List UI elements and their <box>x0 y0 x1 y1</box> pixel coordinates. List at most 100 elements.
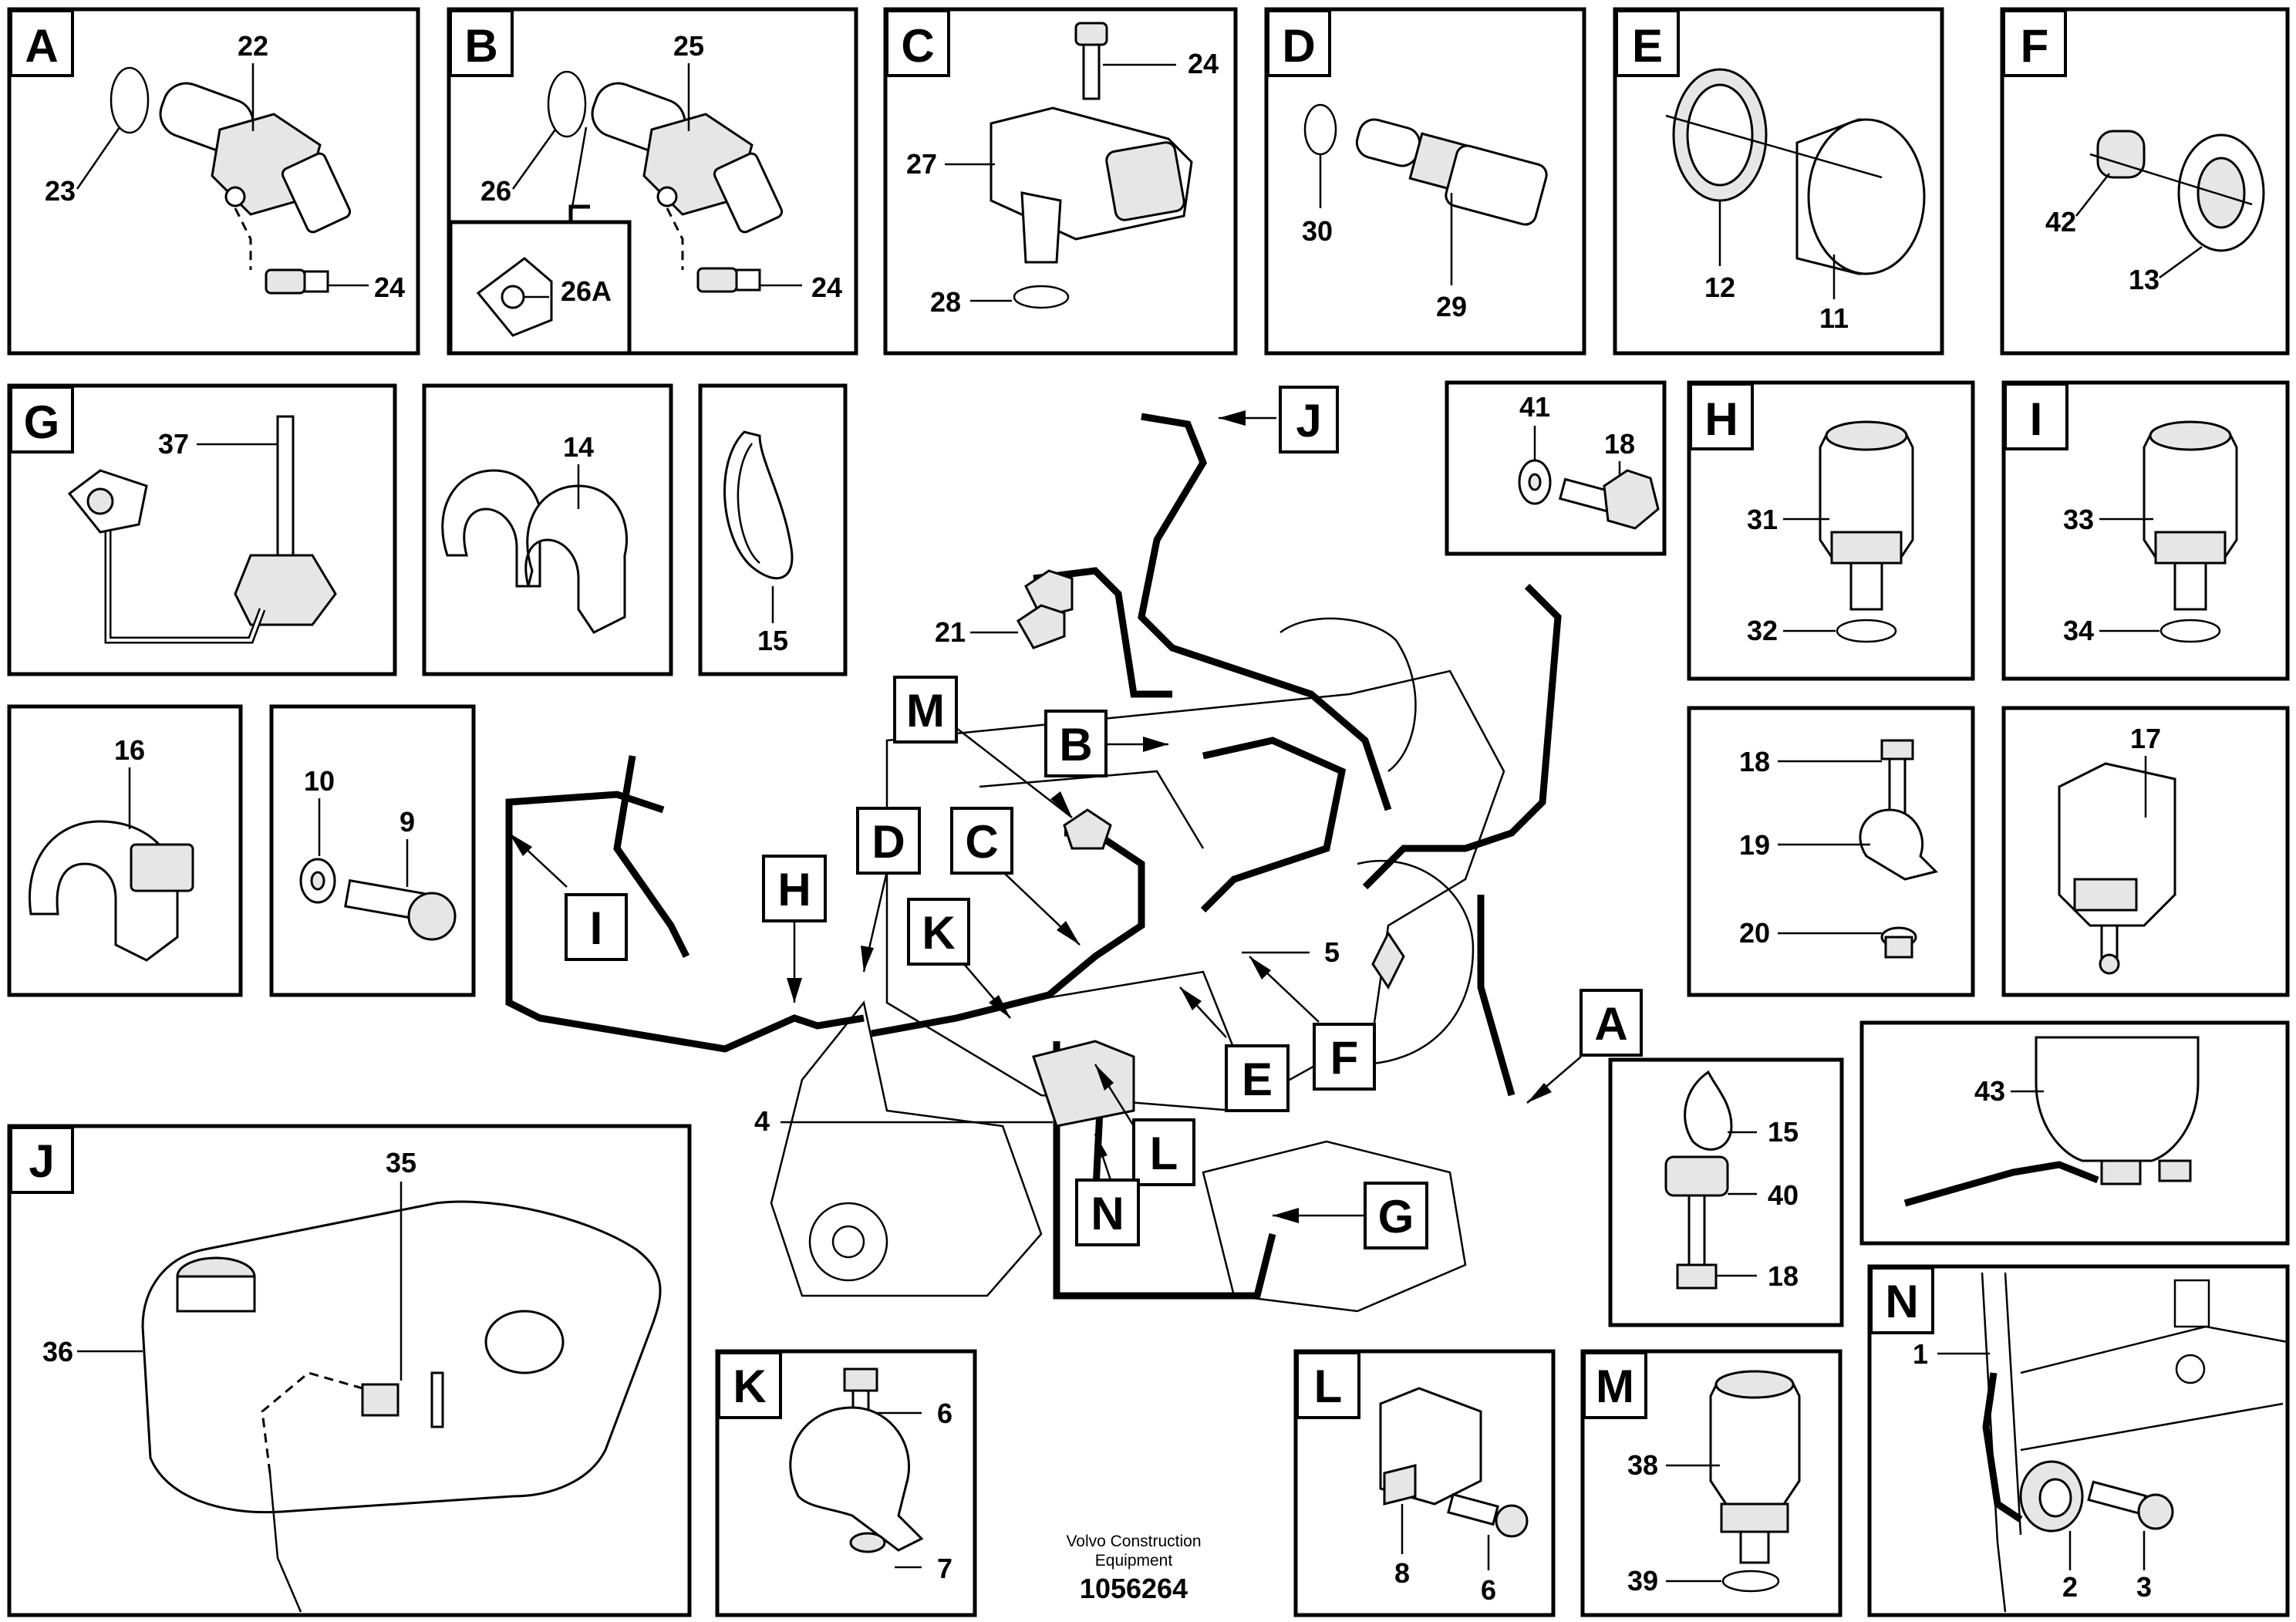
grommet-f <box>2089 130 2265 252</box>
label-24: 24 <box>374 271 405 303</box>
label-1: 1 <box>1913 1338 1928 1370</box>
callout-a: A <box>1526 989 1643 1104</box>
panel-bolt: 10 9 <box>269 704 476 997</box>
panel-h: H 31 32 <box>1687 380 1975 681</box>
callout-m: M <box>893 676 1073 818</box>
company-name-line2: Equipment <box>1095 1552 1173 1570</box>
panel-clip-16: 16 <box>7 704 243 997</box>
svg-text:C: C <box>965 816 998 868</box>
label-41: 41 <box>1519 391 1550 423</box>
label-23: 23 <box>45 175 76 207</box>
label-39: 39 <box>1627 1565 1658 1597</box>
panel-l-letter: L <box>1314 1361 1343 1412</box>
sensor-40 <box>1664 1070 1733 1290</box>
panel-clamp: 18 19 20 <box>1687 706 1975 997</box>
crank-sensor-a <box>110 66 352 295</box>
label-29: 29 <box>1436 291 1467 322</box>
main-engine-assembly <box>505 413 1562 1313</box>
label-24-c: 24 <box>1188 48 1219 79</box>
label-33: 33 <box>2063 504 2094 535</box>
label-19: 19 <box>1739 829 1770 861</box>
svg-text:K: K <box>922 907 955 959</box>
clamp-assembly <box>1859 739 1938 959</box>
clip-17 <box>2058 762 2176 975</box>
panel-d-letter: D <box>1282 20 1315 72</box>
map-sensor-c <box>990 22 1193 309</box>
label-35: 35 <box>386 1147 416 1179</box>
temp-sensor-d <box>1303 103 1548 226</box>
drawing-number: 1056264 <box>1080 1573 1188 1604</box>
label-30: 30 <box>1302 215 1333 247</box>
callout-k: K <box>907 898 1011 1019</box>
panel-g: G 37 <box>7 383 397 676</box>
crank-sensor-b <box>476 70 784 337</box>
svg-text:J: J <box>1296 395 1321 447</box>
panel-e: E 12 11 <box>1613 7 1944 356</box>
panel-c: C 24 27 28 <box>883 7 1238 356</box>
label-26a: 26A <box>561 275 612 307</box>
label-6-l: 6 <box>1481 1574 1496 1606</box>
panel-i: I 33 34 <box>2001 380 2290 681</box>
bolt-9 <box>299 858 457 941</box>
panel-c-letter: C <box>901 20 934 72</box>
label-15: 15 <box>757 625 788 656</box>
cable-tie-15 <box>723 430 794 580</box>
label-10: 10 <box>304 765 335 797</box>
callout-h: H <box>762 855 827 1003</box>
label-8: 8 <box>1394 1557 1410 1589</box>
label-18-b: 18 <box>1768 1260 1799 1292</box>
svg-text:G: G <box>1378 1191 1414 1243</box>
label-22: 22 <box>238 30 268 62</box>
panel-f: F 42 13 <box>2000 7 2290 356</box>
callout-c: C <box>950 807 1081 946</box>
label-38: 38 <box>1627 1449 1658 1481</box>
panel-h-letter: H <box>1704 393 1738 445</box>
callout-f: F <box>1249 956 1376 1091</box>
label-42: 42 <box>2045 206 2076 238</box>
main-callouts: J M B D C H <box>508 386 1643 1249</box>
panel-m: M 38 39 <box>1580 1349 1843 1617</box>
label-7: 7 <box>937 1553 952 1584</box>
panel-k: K 6 7 <box>715 1349 977 1617</box>
label-40: 40 <box>1768 1179 1799 1211</box>
svg-text:F: F <box>1330 1032 1359 1084</box>
label-28: 28 <box>930 286 961 318</box>
pressure-switch-i <box>2143 420 2238 643</box>
label-17: 17 <box>2130 723 2161 754</box>
cap-e <box>1665 68 1926 275</box>
label-18-washer: 18 <box>1604 428 1635 460</box>
svg-text:I: I <box>590 902 603 954</box>
label-36: 36 <box>42 1336 73 1367</box>
label-24-b: 24 <box>811 271 842 303</box>
panel-j-letter: J <box>29 1135 54 1187</box>
panel-b: B 25 26 26A 24 <box>447 7 858 356</box>
svg-text:A: A <box>1594 998 1627 1050</box>
svg-text:D: D <box>872 816 905 868</box>
label-43: 43 <box>1974 1075 2005 1107</box>
label-16: 16 <box>114 734 145 766</box>
panel-a-letter: A <box>25 20 58 72</box>
svg-text:M: M <box>906 685 945 737</box>
water-separator-43 <box>1903 1036 2200 1207</box>
label-14: 14 <box>563 431 594 463</box>
label-26: 26 <box>480 175 511 207</box>
panel-k-letter: K <box>733 1361 766 1412</box>
callout-e: E <box>1179 986 1290 1112</box>
panel-g-letter: G <box>24 396 60 448</box>
panel-e-letter: E <box>1632 20 1663 72</box>
panel-m-letter: M <box>1596 1361 1634 1412</box>
label-6-k: 6 <box>937 1398 952 1429</box>
label-32: 32 <box>1747 615 1778 646</box>
label-27: 27 <box>906 148 937 180</box>
pressure-sensor-m <box>1709 1370 1801 1593</box>
label-5: 5 <box>1324 936 1340 968</box>
callout-g: G <box>1273 1182 1428 1249</box>
double-clip-14 <box>441 469 628 634</box>
label-13: 13 <box>2129 264 2159 295</box>
svg-text:B: B <box>1059 719 1092 771</box>
panel-tie-15: 15 <box>698 383 848 676</box>
panel-n-letter: N <box>1885 1276 1918 1327</box>
callout-n: N <box>1075 1133 1140 1246</box>
label-21: 21 <box>935 616 966 648</box>
svg-text:L: L <box>1150 1128 1178 1179</box>
